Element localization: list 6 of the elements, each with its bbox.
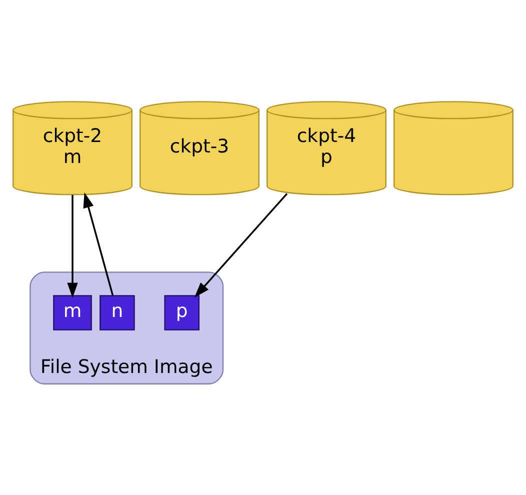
node-box: n [100,295,135,330]
arrow [194,193,288,298]
arrow [67,194,78,298]
node-box: p [164,295,200,330]
node-box: m [53,295,92,330]
arrow [83,192,114,296]
